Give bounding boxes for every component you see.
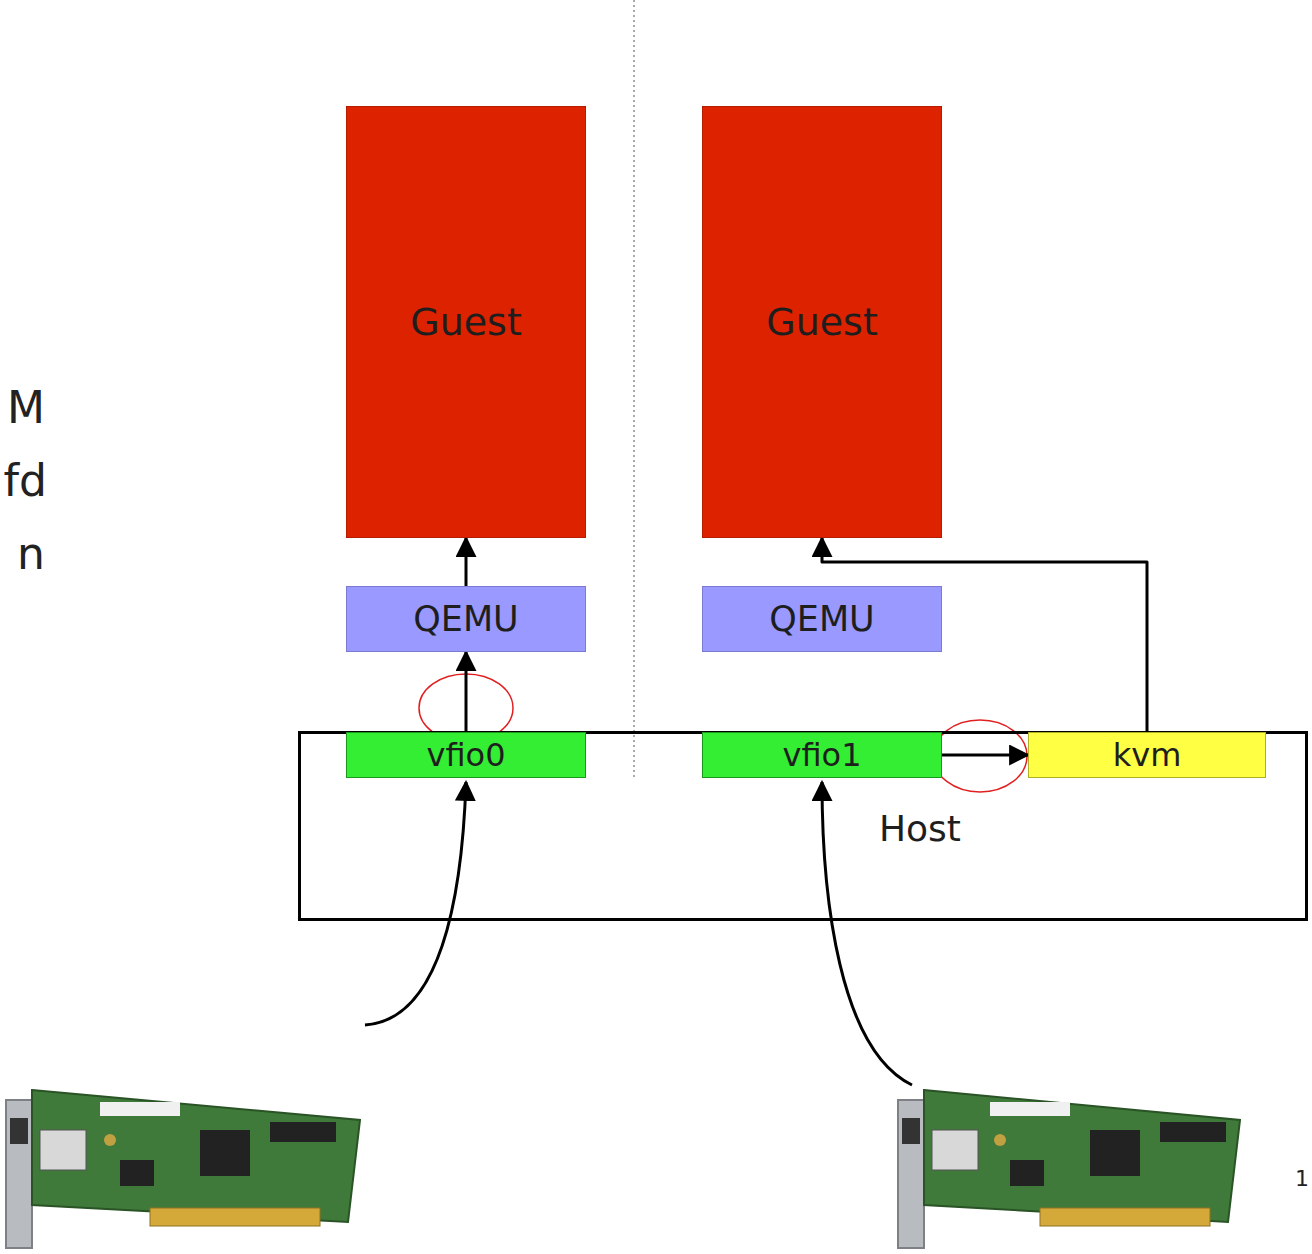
vfio-box: vfio1 [702, 732, 942, 778]
node-label: Host [879, 808, 961, 849]
node-label: QEMU [413, 599, 518, 639]
divider-line [634, 0, 635, 780]
node-label: vfio0 [426, 736, 505, 774]
arrow-connector [465, 538, 468, 586]
cut-text: fd [4, 455, 47, 506]
card-arrow [365, 782, 466, 1025]
guest-box: Guest [346, 106, 586, 538]
cut-text: M [7, 382, 45, 433]
guest-box: Guest [702, 106, 942, 538]
network-card [6, 1090, 360, 1248]
node-label: kvm [1113, 736, 1182, 774]
host-box: Host vfio0 vfio1 kvm [298, 731, 1308, 921]
cut-text: n [17, 528, 45, 579]
arrow-connector [465, 652, 468, 732]
network-card [898, 1090, 1240, 1248]
vfio-box: vfio0 [346, 732, 586, 778]
page-number: 1 [1295, 1166, 1309, 1191]
node-label: Guest [410, 300, 522, 344]
node-label: QEMU [769, 599, 874, 639]
qemu-box: QEMU [702, 586, 942, 652]
node-label: vfio1 [782, 736, 861, 774]
node-label: Guest [766, 300, 878, 344]
arrow-connector [942, 754, 1028, 757]
qemu-box: QEMU [346, 586, 586, 652]
kvm-box: kvm [1028, 732, 1266, 778]
